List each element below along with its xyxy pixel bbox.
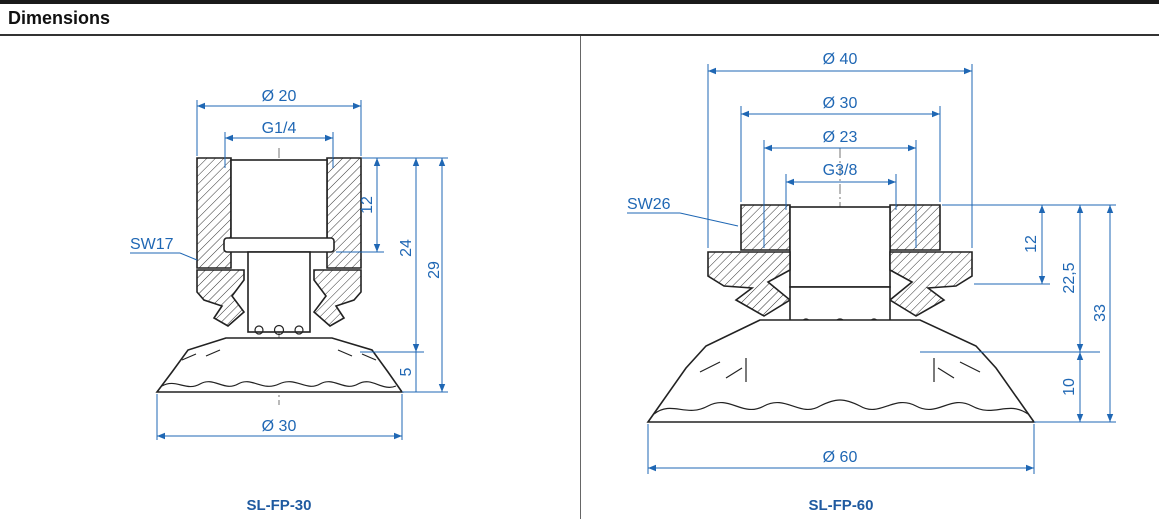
dim-outer-top-dia: Ø 20 bbox=[262, 88, 297, 105]
fitting-right-section bbox=[889, 204, 941, 251]
dim-23: Ø 23 bbox=[823, 129, 858, 146]
hole bbox=[273, 324, 285, 336]
bellows-right bbox=[312, 269, 362, 327]
drawing-sl-fp-60: Ø 40 Ø 30 Ø 23 G3/8 12 22,5 33 1 bbox=[627, 51, 1116, 474]
dim-height-total: 33 bbox=[1092, 304, 1109, 322]
dim-height-lip: 10 bbox=[1061, 378, 1078, 396]
fitting-left-section bbox=[196, 157, 232, 269]
dim-cup-dia: Ø 60 bbox=[823, 449, 858, 466]
cup-lip-contour bbox=[653, 399, 1029, 415]
bellows-left bbox=[196, 269, 246, 327]
panel-divider bbox=[580, 36, 581, 519]
dim-thread: G3/8 bbox=[823, 162, 858, 179]
dim-outer-top-dia: Ø 40 bbox=[823, 51, 858, 68]
cup-ribs bbox=[181, 349, 377, 361]
neck bbox=[247, 251, 311, 333]
dim-height-thread: 12 bbox=[359, 196, 376, 214]
dim-height-total: 29 bbox=[426, 261, 443, 279]
wrench-size-label: SW17 bbox=[130, 236, 174, 253]
dim-30: Ø 30 bbox=[823, 95, 858, 112]
dim-height-lip: 5 bbox=[398, 367, 415, 376]
cup-ribs bbox=[699, 358, 981, 382]
dim-thread: G1/4 bbox=[262, 120, 297, 137]
dim-height-body: 24 bbox=[398, 239, 415, 257]
hole bbox=[254, 325, 264, 335]
section-title: Dimensions bbox=[8, 8, 111, 28]
top-border bbox=[0, 0, 1159, 4]
fitting-left-section bbox=[740, 204, 791, 251]
header-divider bbox=[0, 34, 1159, 36]
thread-undercut bbox=[223, 237, 335, 253]
cup-lip-contour bbox=[161, 381, 397, 388]
dim-height-thread: 12 bbox=[1023, 235, 1040, 253]
thread-bore bbox=[789, 206, 891, 288]
bellows-left bbox=[707, 251, 792, 317]
dim-cup-dia: Ø 30 bbox=[262, 418, 297, 435]
bellows-right bbox=[888, 251, 973, 317]
wrench-size-label: SW26 bbox=[627, 196, 671, 213]
caption-sl-fp-30: SL-FP-30 bbox=[246, 497, 312, 514]
caption-sl-fp-60: SL-FP-60 bbox=[808, 497, 874, 514]
hole bbox=[294, 325, 304, 335]
drawing-sl-fp-30: Ø 20 G1/4 12 24 29 5 Ø 30 SW17 bbox=[130, 88, 448, 440]
dim-height-body: 22,5 bbox=[1061, 262, 1078, 293]
thread-bore bbox=[230, 159, 328, 241]
